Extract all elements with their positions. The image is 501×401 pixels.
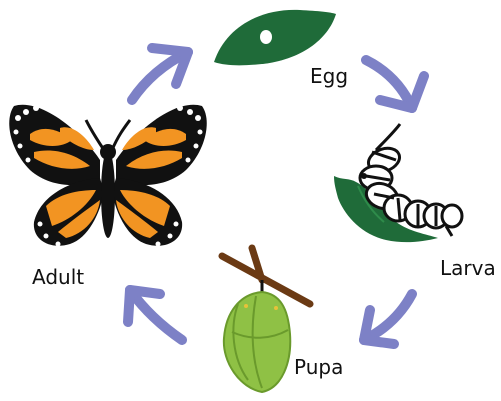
adult-butterfly-illustration (9, 105, 207, 247)
stage-label-pupa: Pupa (294, 357, 343, 377)
arrow-egg-to-larva (366, 60, 424, 108)
egg-leaf-illustration (214, 10, 336, 65)
stage-label-egg: Egg (310, 66, 348, 86)
egg (260, 30, 272, 44)
stage-label-adult: Adult (32, 267, 84, 287)
butterfly-body (101, 150, 115, 238)
egg-leaf (214, 10, 336, 65)
arrow-pupa-to-adult (128, 290, 182, 340)
arrow-larva-to-pupa (364, 294, 412, 344)
larva-illustration (334, 124, 462, 242)
stage-label-larva: Larva (440, 258, 496, 278)
arrow-adult-to-egg (132, 48, 188, 100)
